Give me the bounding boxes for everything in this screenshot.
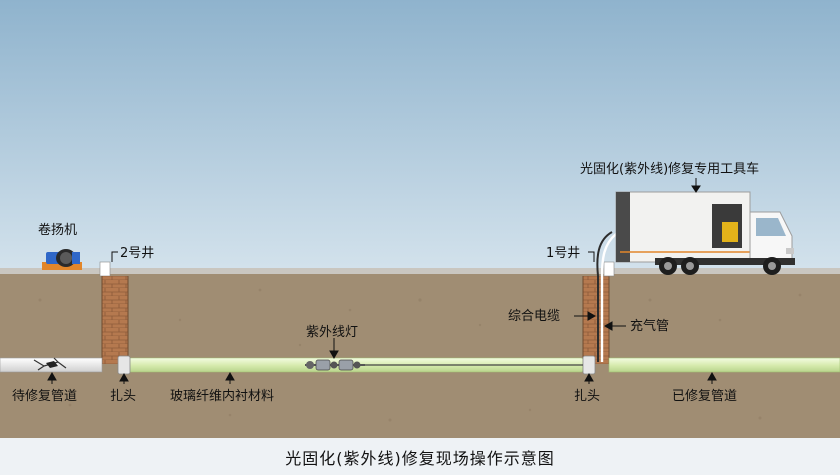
pipe-to-repair xyxy=(0,357,103,373)
diagram-canvas: 卷扬机 2号井 1号井 光固化(紫外线)修复专用工具车 综合电缆 充气管 紫外线… xyxy=(0,0,840,438)
label-packer-left: 扎头 xyxy=(110,389,136,404)
packer-right xyxy=(582,355,596,375)
label-composite-cable: 综合电缆 xyxy=(508,308,560,324)
label-manhole-2: 2号井 xyxy=(120,246,154,261)
label-uv-truck: 光固化(紫外线)修复专用工具车 xyxy=(580,161,759,177)
diagram-caption: 光固化(紫外线)修复现场操作示意图 xyxy=(285,448,555,468)
composite-cable xyxy=(596,231,613,362)
road-surface xyxy=(0,268,840,274)
uv-lamp xyxy=(305,359,365,371)
label-packer-right: 扎头 xyxy=(574,389,600,404)
label-winch: 卷扬机 xyxy=(38,222,77,238)
caption-bar: 光固化(紫外线)修复现场操作示意图 xyxy=(0,438,840,475)
air-hose xyxy=(600,233,617,362)
label-manhole-1: 1号井 xyxy=(546,246,580,261)
packer-left xyxy=(117,355,131,375)
winch xyxy=(42,249,82,270)
repaired-pipe xyxy=(608,357,840,373)
soil-texture xyxy=(38,288,802,422)
label-air-hose: 充气管 xyxy=(630,318,669,334)
manhole-1 xyxy=(582,261,615,364)
label-fiberglass-liner: 玻璃纤维内衬材料 xyxy=(170,388,274,404)
manhole-2 xyxy=(99,261,129,364)
label-repaired-pipe: 已修复管道 xyxy=(672,389,737,404)
label-pipe-to-repair: 待修复管道 xyxy=(12,389,77,404)
leader-lines xyxy=(47,178,717,384)
uv-truck xyxy=(615,191,795,275)
label-uv-lamp: 紫外线灯 xyxy=(306,325,358,340)
